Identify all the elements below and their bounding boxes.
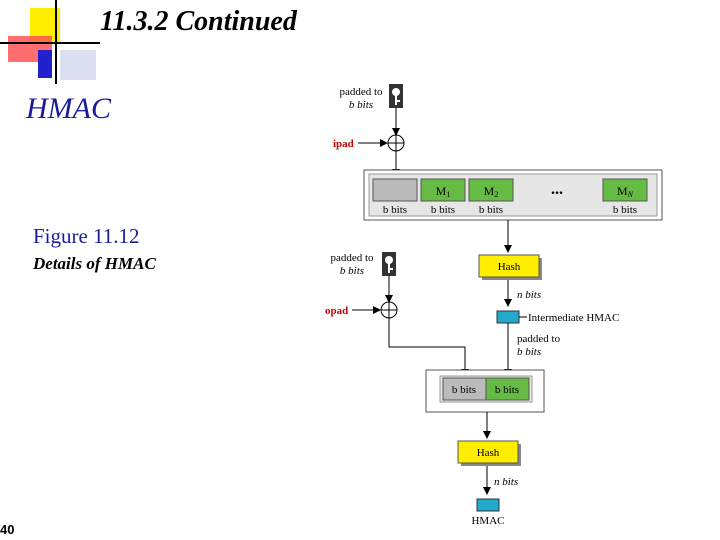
padded-right-line1: padded to — [517, 333, 561, 345]
hash2-box — [457, 440, 519, 464]
opad-label: opad — [325, 305, 348, 317]
hash2-label: Hash — [477, 447, 500, 459]
block-m2-label: M2 — [484, 184, 499, 199]
block-m1-label: M1 — [436, 184, 451, 199]
key-bottom-icon — [382, 252, 396, 276]
arrow-xor2-to-bottom-block — [388, 318, 469, 377]
xor-icon-top — [387, 134, 405, 152]
key-top-line1: padded to — [339, 86, 383, 98]
block-mn-bits: b bits — [613, 204, 637, 216]
block-m2-bits: b bits — [479, 204, 503, 216]
hmac-output-block — [476, 498, 500, 512]
xor-icon-bottom — [380, 301, 398, 319]
hash1-box — [478, 254, 540, 278]
key-bottom-line2: b bits — [340, 265, 364, 277]
figure-caption: Details of HMAC — [33, 254, 156, 273]
block-intermediate-bits: b bits — [495, 384, 519, 396]
intermediate-hmac-label: Intermediate HMAC — [528, 312, 619, 324]
hash1-label: Hash — [498, 261, 521, 273]
slide-subtitle: HMAC — [26, 92, 111, 125]
nbits2-label: n bits — [494, 476, 518, 488]
block-mn — [602, 178, 648, 202]
block-m1 — [420, 178, 466, 202]
block-intermediate — [485, 377, 530, 401]
figure-label: Figure 11.12 — [33, 224, 140, 248]
block-key-ipad — [372, 178, 418, 202]
decor-square-blue — [38, 50, 52, 78]
key-bottom-line1: padded to — [330, 252, 374, 264]
key-top-icon — [389, 84, 403, 108]
block-m1-bits: b bits — [431, 204, 455, 216]
block-key-ipad-bits: b bits — [383, 204, 407, 216]
decor-line-horizontal — [0, 42, 100, 44]
page-number: 40 — [0, 522, 15, 537]
slide-title: 11.3.2 Continued — [100, 6, 297, 37]
ipad-label: ipad — [333, 138, 354, 150]
ellipsis: ... — [551, 181, 563, 198]
decor-square-grey — [60, 50, 96, 80]
block-key-opad-bits: b bits — [452, 384, 476, 396]
hmac-output-label: HMAC — [471, 515, 504, 527]
key-top-line2: b bits — [349, 99, 373, 111]
block-m2 — [468, 178, 514, 202]
intermediate-hmac-block — [496, 310, 520, 324]
nbits1-label: n bits — [517, 289, 541, 301]
padded-right-line2: b bits — [517, 346, 541, 358]
block-mn-label: MN — [617, 184, 634, 199]
